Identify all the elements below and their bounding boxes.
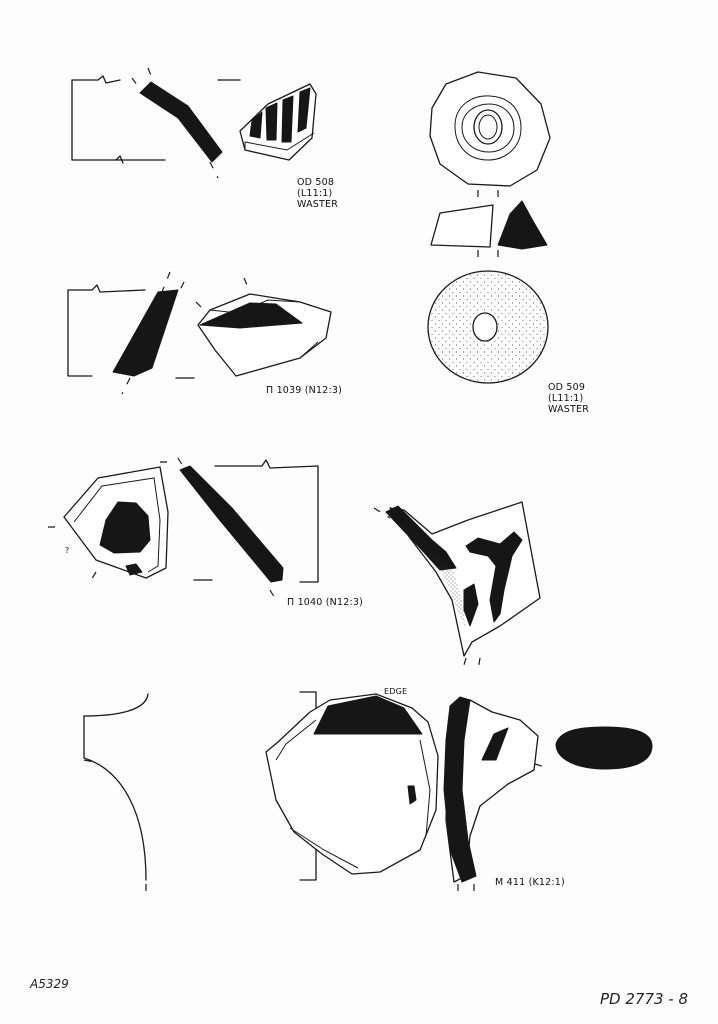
label-od509: OD 509 (L11:1) WASTER <box>548 382 589 415</box>
catalogue-number-left: A5329 <box>30 977 69 991</box>
sherd-p1039-profile <box>67 271 195 395</box>
sherd-unlabelled-handle <box>373 501 541 673</box>
label-od509-number: OD 509 <box>548 382 586 393</box>
label-od508-context: (L11:1) <box>297 188 333 199</box>
label-od508: OD 508 (L11:1) WASTER <box>297 177 338 210</box>
sherd-m411-handle-section <box>555 726 653 770</box>
sherd-od508-exterior <box>239 83 317 161</box>
catalogue-number-right: PD 2773 - 8 <box>600 990 689 1008</box>
sherd-m411-neck-profile <box>83 693 149 896</box>
sherd-p1040-profile <box>177 457 319 601</box>
object-od509-top <box>429 71 551 206</box>
sherd-od508-profile <box>71 67 241 179</box>
sherd-p1039-exterior <box>195 277 332 377</box>
label-od509-context: (L11:1) <box>548 393 584 404</box>
label-p1040: Π 1040 (N12:3) <box>287 597 364 608</box>
label-m411: M 411 (K12:1) <box>495 877 565 888</box>
sherd-m411-handle-profile <box>443 696 549 896</box>
label-od509-note: WASTER <box>548 404 590 415</box>
object-od509-section <box>430 200 548 266</box>
label-question-mark: ? <box>65 546 70 555</box>
label-edge: EDGE <box>384 687 408 696</box>
sherd-p1040-exterior <box>48 461 172 586</box>
label-od508-number: OD 508 <box>297 177 335 188</box>
label-od508-note: WASTER <box>297 199 339 210</box>
label-p1039: Π 1039 (N12:3) <box>266 385 343 396</box>
sherd-m411-exterior <box>265 691 439 881</box>
object-od509-base <box>427 270 549 384</box>
